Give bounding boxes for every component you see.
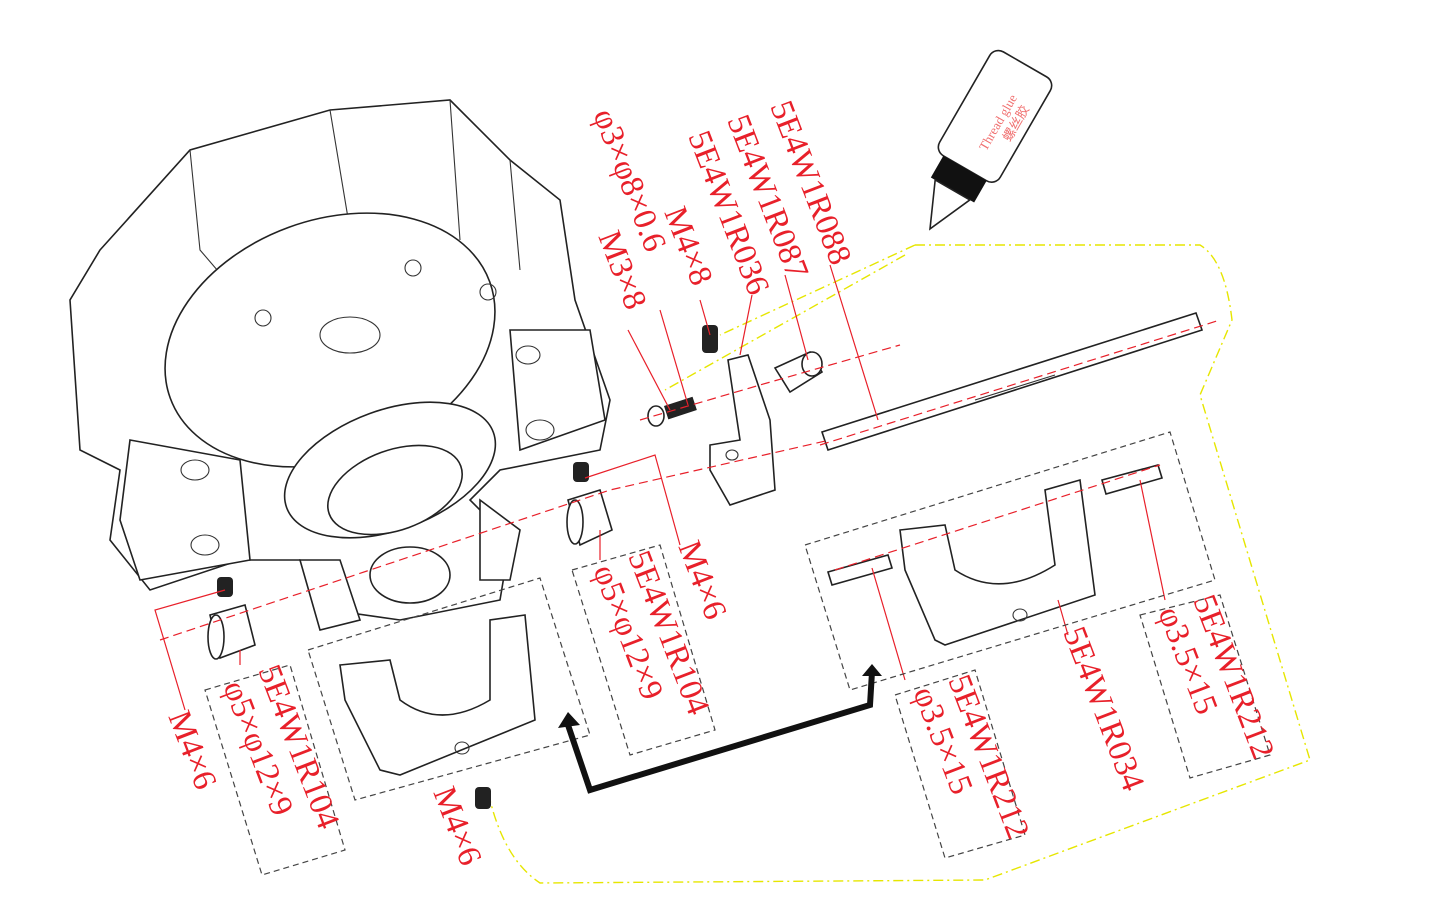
set-screw-mid: [573, 462, 589, 482]
set-screw-bottom: [475, 787, 491, 809]
yoke-left: [339, 614, 536, 776]
pin-right: [1101, 464, 1164, 495]
screw-m4x8: [702, 325, 718, 353]
assembly-centerlines: [154, 264, 1221, 711]
label-box-pin-right: [1139, 594, 1271, 779]
label-yoke: 5E4W1R034: [1056, 622, 1151, 796]
label-box-left: [204, 664, 346, 876]
assembly-direction-arrow: [565, 671, 875, 794]
pin-bottom: [826, 554, 894, 586]
shaft-part: [820, 312, 1204, 452]
bushing-part: [773, 350, 824, 394]
thread-glue-bottle: Thread glue 螺丝胶: [929, 49, 1053, 231]
group-box-left: [307, 577, 591, 801]
group-box-right: [804, 431, 1216, 691]
yoke-right: [899, 478, 1096, 646]
collar-mid: [566, 488, 613, 547]
bracket-part: [709, 354, 776, 506]
label-box-mid: [571, 544, 716, 756]
gearbox-housing: [69, 99, 611, 631]
collar-left: [207, 604, 256, 660]
glue-application-path: [489, 244, 1311, 884]
label-washer: φ3×φ8×0.6: [586, 104, 673, 257]
set-screw-left: [217, 577, 233, 597]
glue-path-branch: [664, 244, 916, 391]
label-box-pin-bottom: [894, 669, 1026, 859]
screw-m3x8: [647, 396, 697, 427]
